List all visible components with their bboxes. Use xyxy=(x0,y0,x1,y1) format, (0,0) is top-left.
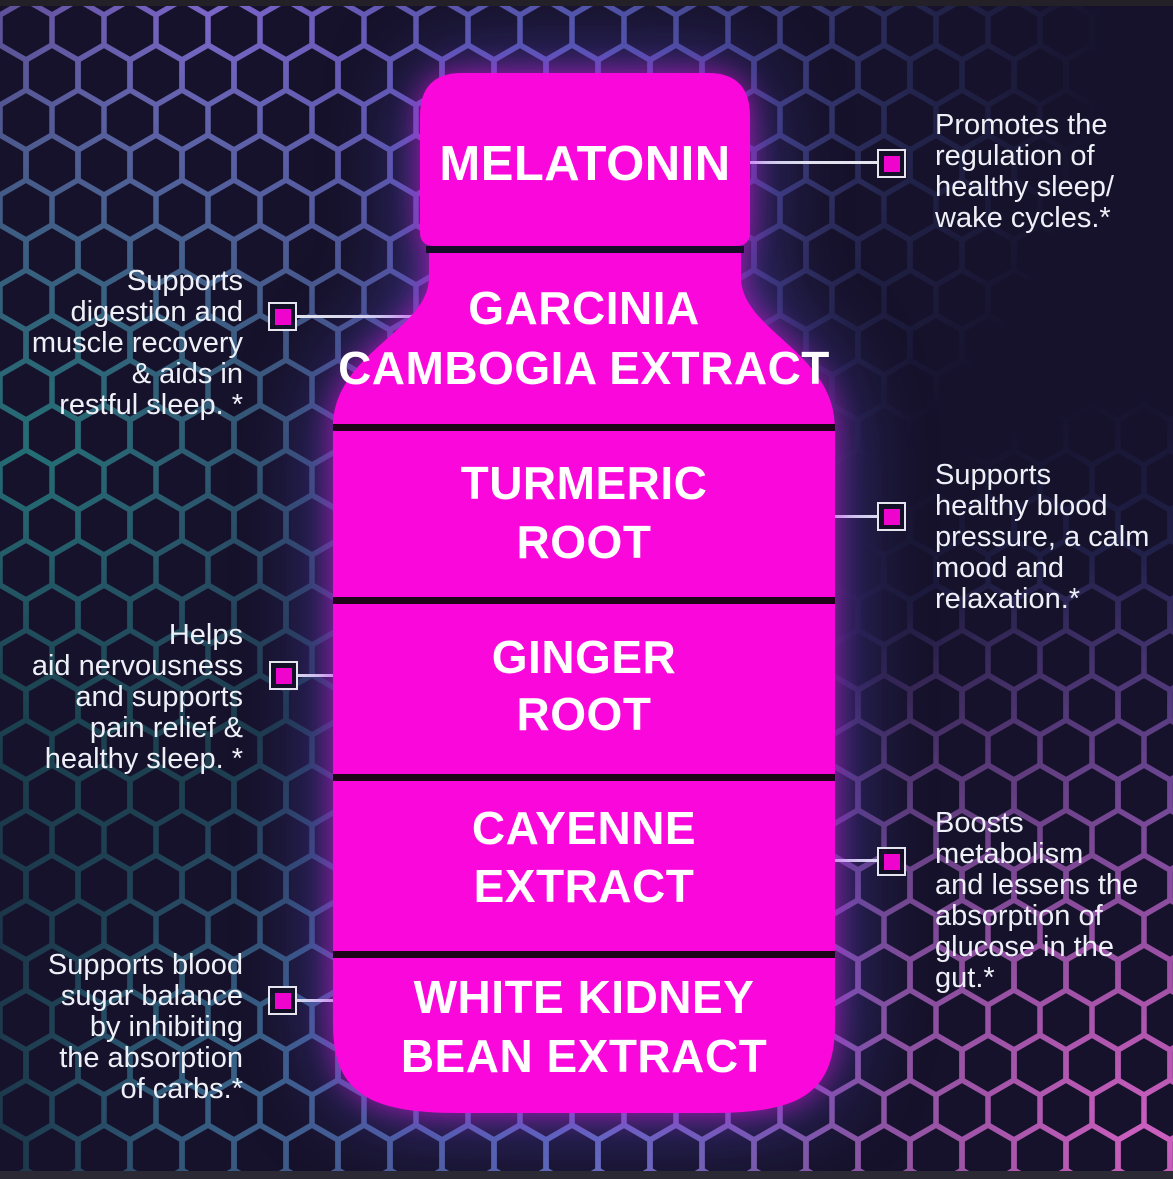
bottle-body xyxy=(333,253,835,1113)
section-label-white-kidney-bean: WHITE KIDNEY BEAN EXTRACT xyxy=(400,971,768,1082)
marker-square-icon xyxy=(883,853,900,870)
callout-marker-cayenne xyxy=(877,847,906,876)
callout-marker-melatonin xyxy=(877,149,906,178)
connector-line-melatonin xyxy=(748,161,879,164)
connector-line-cayenne xyxy=(833,859,879,862)
section-label-garcinia: GARCINIA CAMBOGIA EXTRACT xyxy=(338,282,830,394)
marker-square-icon xyxy=(275,667,292,684)
section-label-melatonin: MELATONIN xyxy=(439,137,731,191)
marker-square-icon xyxy=(883,508,900,525)
callout-marker-garcinia xyxy=(268,302,297,331)
connector-line-garcinia xyxy=(296,315,431,318)
marker-square-icon xyxy=(274,308,291,325)
callout-text-white-kidney-bean: Supports blood sugar balance by inhibiti… xyxy=(47,949,243,1105)
top-edge-bar xyxy=(0,0,1173,6)
marker-square-icon xyxy=(274,992,291,1009)
section-label-cayenne: CAYENNE EXTRACT xyxy=(471,802,697,912)
section-divider xyxy=(333,597,835,604)
section-divider xyxy=(333,424,835,431)
callout-text-ginger: Helps aid nervousness and supports pain … xyxy=(31,619,243,775)
connector-line-ginger xyxy=(297,674,342,677)
callout-text-cayenne: Boosts metabolism and lessens the absorp… xyxy=(935,807,1139,994)
callout-text-turmeric: Supports healthy blood pressure, a calm … xyxy=(935,459,1150,615)
connector-line-turmeric xyxy=(833,515,879,518)
cap-divider xyxy=(426,246,744,253)
callout-marker-ginger xyxy=(269,661,298,690)
callout-text-melatonin: Promotes the regulation of healthy sleep… xyxy=(935,109,1114,234)
section-divider xyxy=(333,774,835,781)
callout-marker-turmeric xyxy=(877,502,906,531)
bottom-edge-bar xyxy=(0,1171,1173,1179)
connector-line-white-kidney-bean xyxy=(296,999,342,1002)
section-divider xyxy=(333,951,835,958)
marker-square-icon xyxy=(883,155,900,172)
callout-marker-white-kidney-bean xyxy=(268,986,297,1015)
bottle-cap xyxy=(420,73,750,246)
section-label-ginger: GINGER ROOT xyxy=(491,631,677,740)
section-label-turmeric: TURMERIC ROOT xyxy=(460,457,708,568)
callout-text-garcinia: Supports digestion and muscle recovery &… xyxy=(31,265,243,421)
